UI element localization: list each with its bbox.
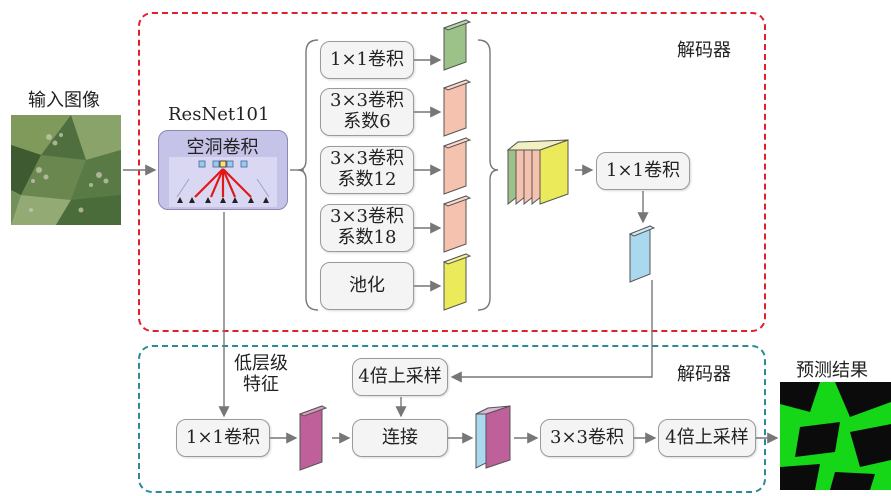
prediction-label: 预测结果 [796, 360, 868, 381]
conv1x1-after-concat: 1×1卷积 [596, 152, 690, 190]
aspp-branch-4-label: 3×3卷积 [330, 206, 404, 228]
aspp-branch-5-label: 池化 [349, 274, 385, 296]
conv1x1-low-level: 1×1卷积 [176, 419, 270, 457]
feature-block-salmon-1 [442, 79, 472, 137]
feature-block-green [442, 19, 472, 71]
aspp-branch-1x1: 1×1卷积 [320, 41, 414, 79]
aspp-branch-2-rate: 系数6 [343, 111, 391, 132]
aspp-branch-3-rate: 系数12 [337, 169, 397, 190]
atrous-conv-label: 空洞卷积 [186, 137, 259, 158]
aspp-branch-1-label: 1×1卷积 [330, 48, 404, 70]
decoder-label-top: 解码器 [677, 40, 731, 61]
aspp-branch-rate12: 3×3卷积 系数12 [320, 146, 414, 194]
feature-block-blue [628, 225, 656, 283]
aspp-branch-pooling: 池化 [320, 262, 414, 310]
decoder-label-bottom: 解码器 [677, 364, 731, 385]
aspp-branch-2-label: 3×3卷积 [330, 90, 404, 112]
upsample4-final: 4倍上采样 [658, 419, 756, 457]
concat-feature-stack [506, 139, 569, 206]
aspp-right-bracket [477, 39, 499, 311]
aspp-left-bracket [297, 39, 319, 311]
arrow-blue-to-upsample [450, 280, 653, 383]
low-level-features-line2: 特征 [243, 373, 279, 395]
conv3x3-box: 3×3卷积 [540, 419, 634, 457]
feature-block-magenta [298, 405, 328, 471]
decoder-region [138, 345, 766, 493]
input-satellite-image [11, 115, 121, 225]
upsample4-top-label: 4倍上采样 [358, 365, 442, 387]
concat-box: 连接 [352, 419, 448, 457]
upsample4-final-label: 4倍上采样 [665, 426, 749, 448]
low-level-features-label: 低层级 特征 [234, 353, 288, 395]
atrous-conv-block: 空洞卷积 [158, 130, 288, 210]
encoder-region [138, 12, 766, 332]
feature-block-yellow [442, 253, 472, 311]
aspp-branch-4-rate: 系数18 [337, 227, 397, 248]
aspp-branch-rate6: 3×3卷积 系数6 [320, 88, 414, 136]
backbone-label: ResNet101 [168, 104, 270, 125]
upsample4-top: 4倍上采样 [352, 358, 448, 396]
conv1x1-after-concat-label: 1×1卷积 [606, 159, 680, 181]
aspp-branch-3-label: 3×3卷积 [330, 148, 404, 170]
prediction-map-image [780, 382, 891, 490]
feature-block-salmon-3 [442, 195, 472, 253]
conv1x1-low-level-label: 1×1卷积 [186, 426, 260, 448]
aspp-branch-rate18: 3×3卷积 系数18 [320, 204, 414, 252]
input-image-label: 输入图像 [28, 90, 100, 111]
aspp-feature-blocks [442, 19, 472, 311]
feature-block-salmon-2 [442, 137, 472, 195]
atrous-conv-icon [169, 157, 277, 207]
concat-label: 连接 [382, 426, 418, 448]
low-level-features-line1: 低层级 [234, 353, 288, 374]
feature-block-blue-magenta [475, 405, 511, 469]
conv3x3-label: 3×3卷积 [550, 426, 624, 448]
